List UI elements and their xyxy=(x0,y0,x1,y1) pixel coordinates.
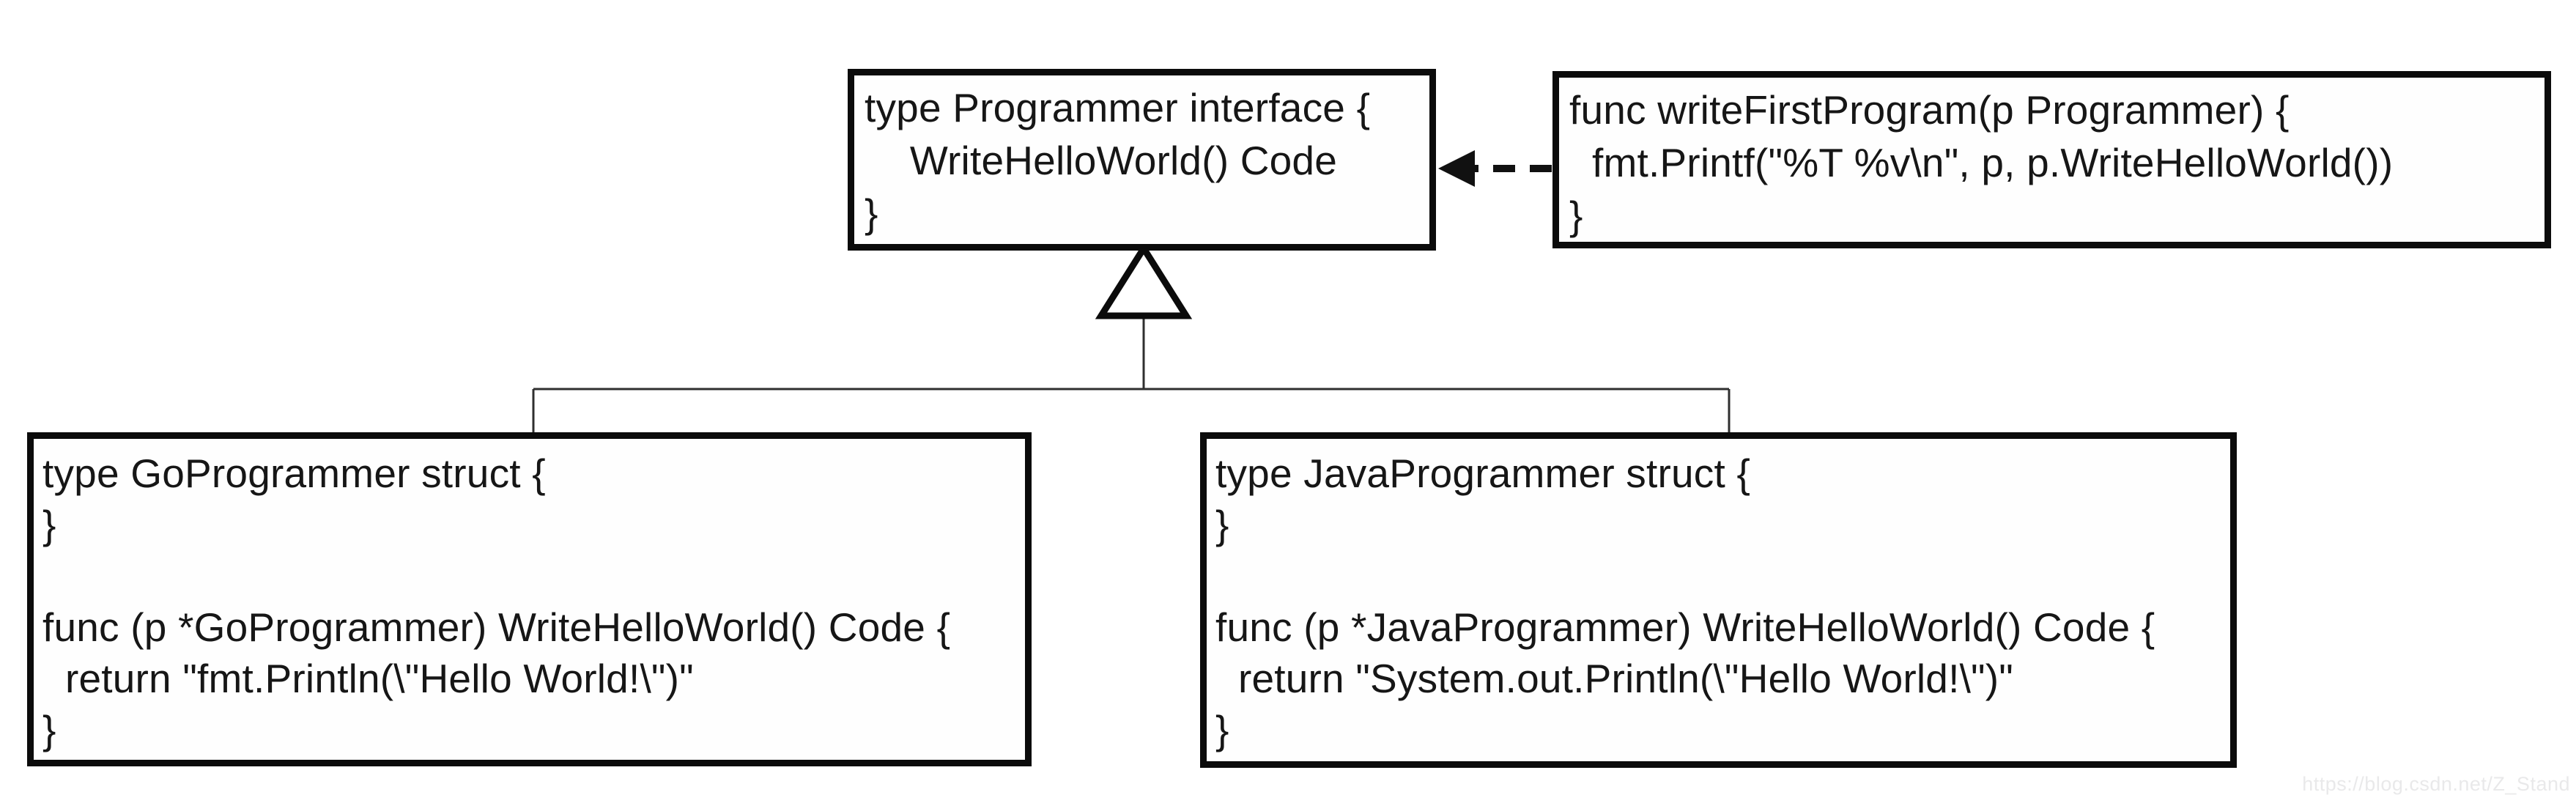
programmer-interface-box: type Programmer interface { WriteHelloWo… xyxy=(848,69,1436,251)
generalization-triangle-icon xyxy=(1095,242,1193,319)
dependency-arrow-icon xyxy=(1438,150,1552,187)
programmer-interface-code: type Programmer interface { WriteHelloWo… xyxy=(865,85,1371,236)
go-programmer-box: type GoProgrammer struct { } func (p *Go… xyxy=(27,432,1032,766)
java-programmer-box: type JavaProgrammer struct { } func (p *… xyxy=(1200,432,2237,768)
java-programmer-code: type JavaProgrammer struct { } func (p *… xyxy=(1215,451,2155,752)
dependency-arrowhead-icon xyxy=(1438,150,1475,187)
go-programmer-code: type GoProgrammer struct { } func (p *Go… xyxy=(42,451,951,752)
watermark-text: https://blog.csdn.net/Z_Stand xyxy=(2302,773,2570,795)
generalization-connector xyxy=(532,316,1731,434)
write-first-program-code: func writeFirstProgram(p Programmer) { f… xyxy=(1569,87,2394,238)
write-first-program-box: func writeFirstProgram(p Programmer) { f… xyxy=(1552,71,2551,248)
